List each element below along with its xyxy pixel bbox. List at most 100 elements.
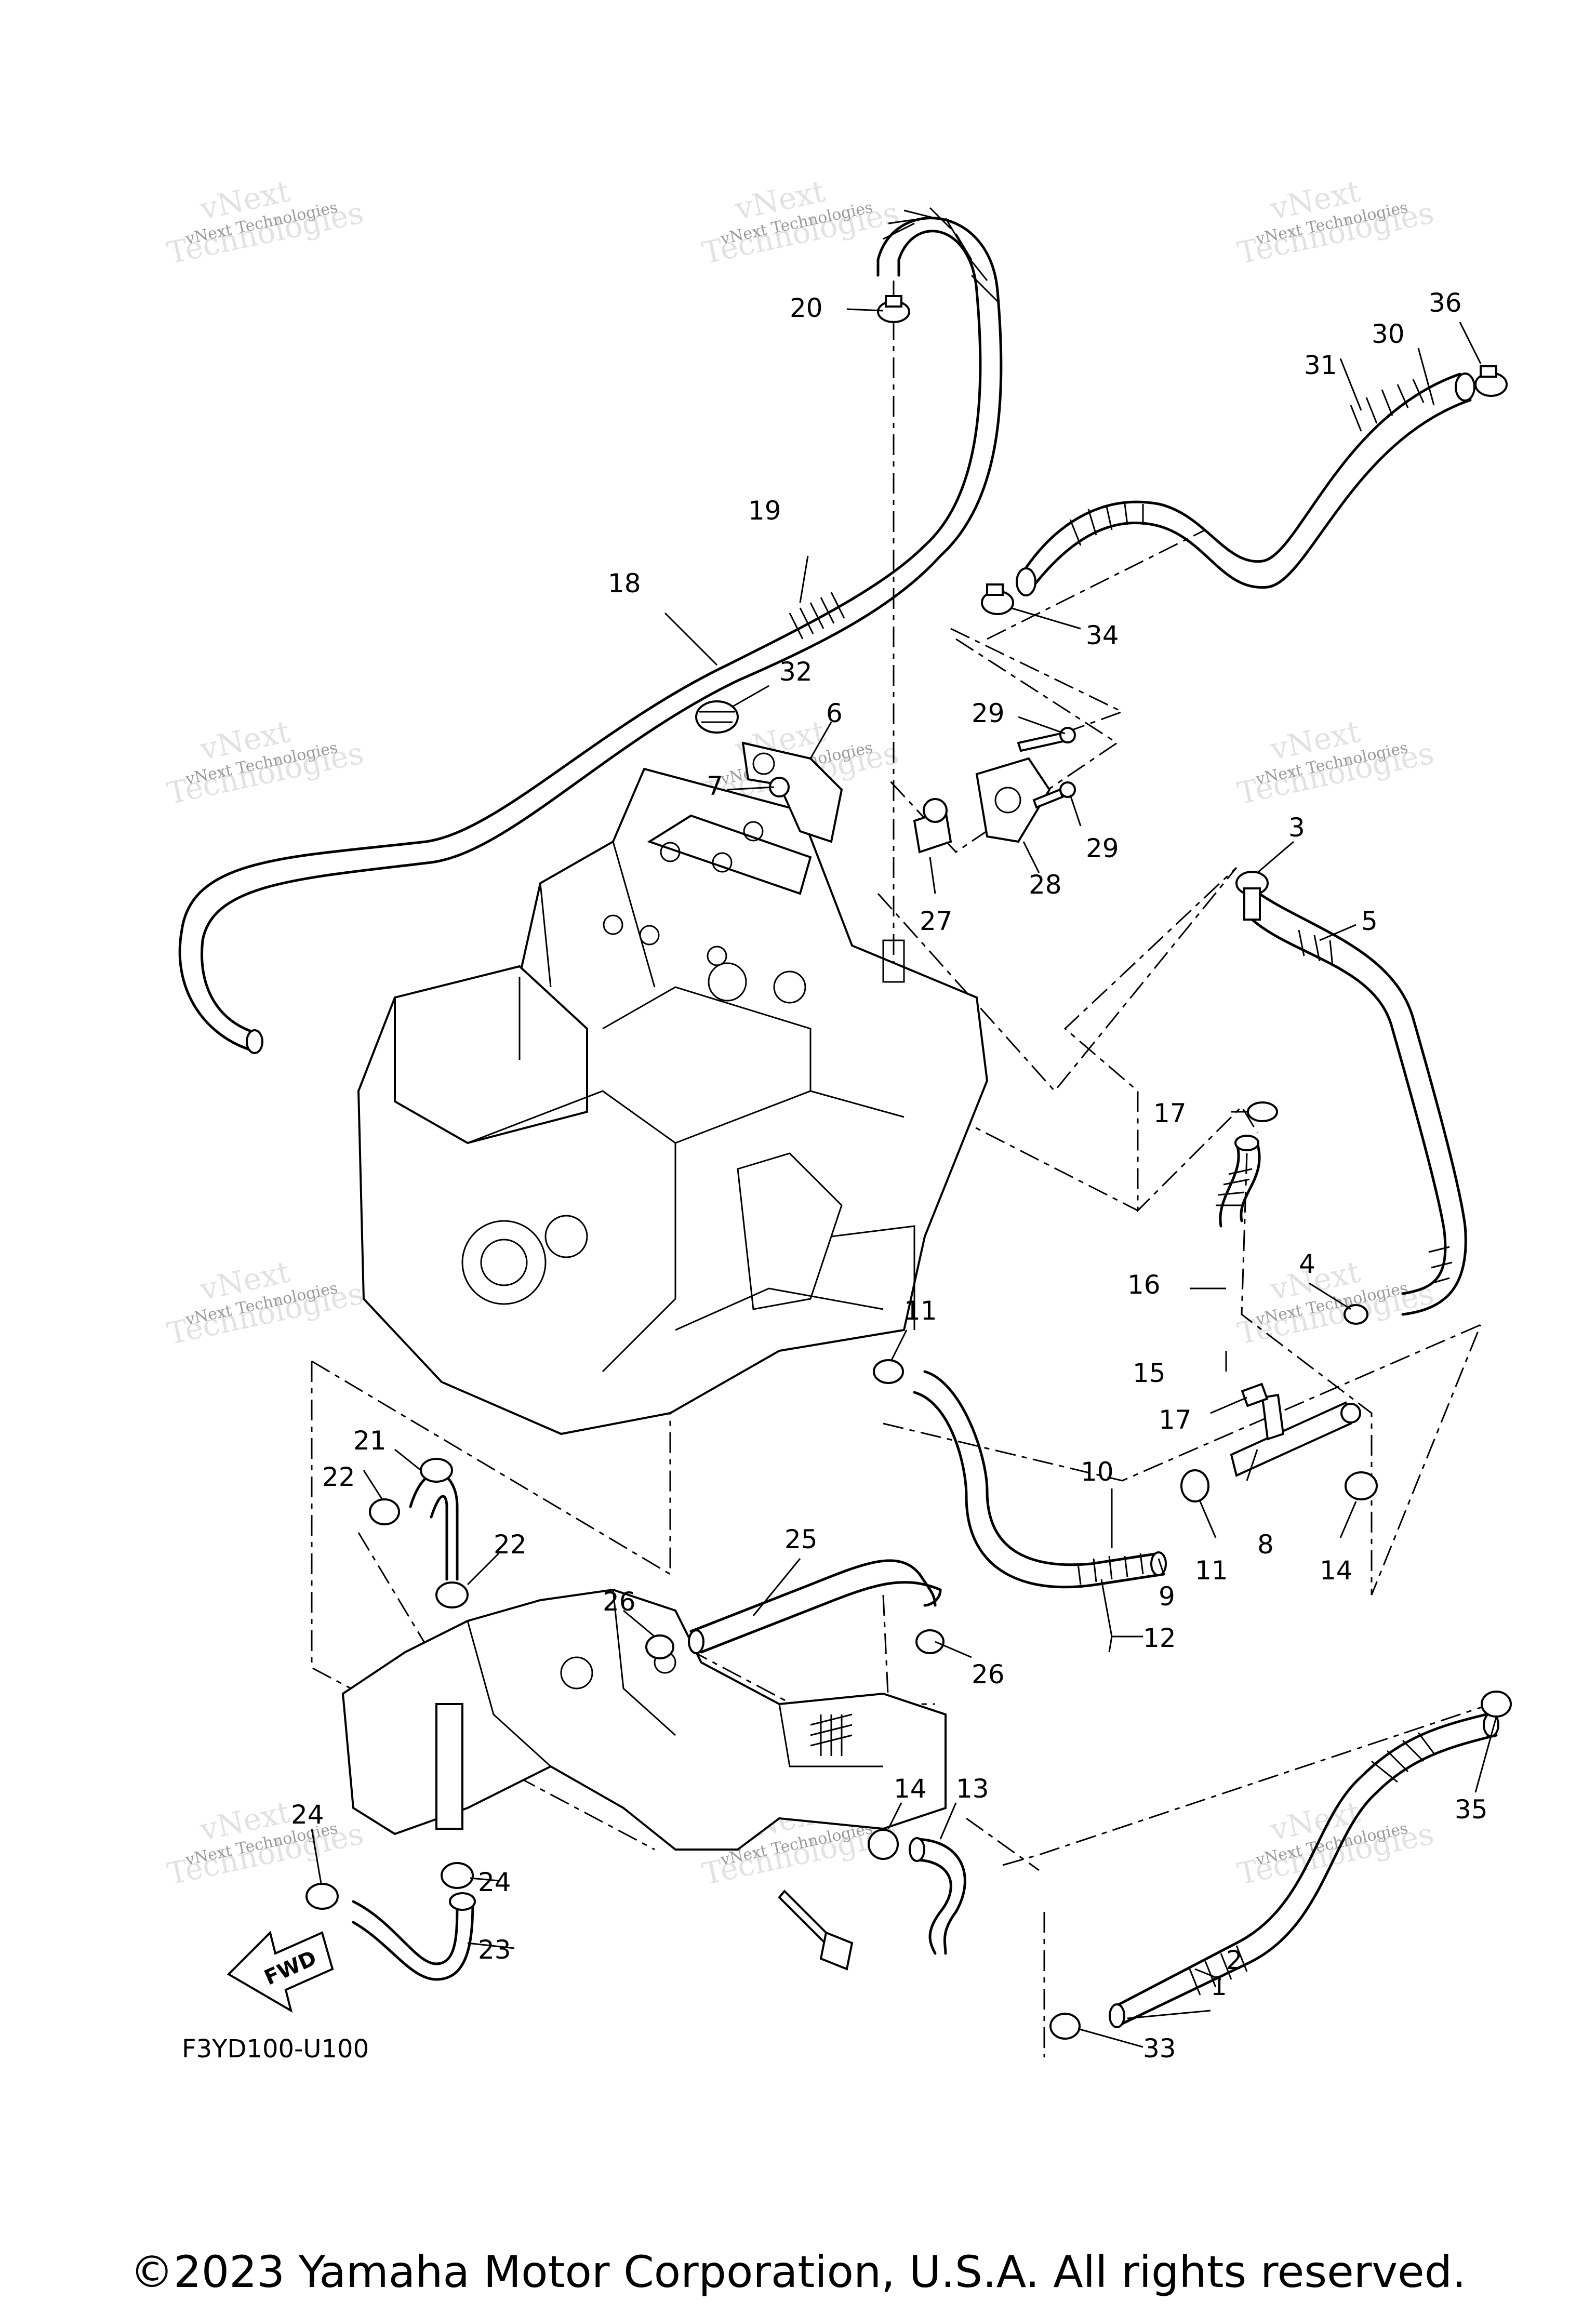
tie-12	[1100, 1579, 1113, 1653]
callout-32: 32	[779, 657, 813, 687]
callout-21: 21	[353, 1426, 387, 1456]
callout-26-right: 26	[972, 1659, 1005, 1690]
callout-23: 23	[478, 1935, 511, 1965]
watermark: vNext Technologies vNext Technologies	[699, 174, 902, 271]
clamp-14-right	[1345, 1471, 1378, 1500]
bolt-29-lower	[1032, 781, 1076, 809]
hose-top-ribbing	[883, 207, 999, 302]
hose-31-ribbing	[1350, 379, 1425, 432]
clamp-14-left	[868, 1829, 899, 1860]
clamp-36	[1474, 365, 1508, 397]
assembly-line	[311, 1360, 671, 1576]
fitting-3	[1235, 871, 1269, 921]
callout-9: 9	[1159, 1581, 1175, 1612]
exhaust-grille	[810, 1713, 853, 1756]
callout-30: 30	[1372, 319, 1405, 349]
diagram-code: F3YD100-U100	[182, 2034, 369, 2064]
thermostat-27	[913, 798, 952, 854]
watermark: vNext Technologies vNext Technologies	[164, 1254, 367, 1352]
callout-7: 7	[707, 771, 723, 801]
callout-16: 16	[1127, 1270, 1161, 1300]
copyright-notice: ©2023 Yamaha Motor Corporation, U.S.A. A…	[130, 2246, 1466, 2297]
callout-2: 2	[1226, 1945, 1243, 1975]
callout-29-upper: 29	[972, 698, 1005, 728]
callout-14-left: 14	[894, 1774, 927, 1804]
hose-18-19	[178, 207, 1003, 1054]
watermark: vNext Technologies vNext Technologies	[164, 714, 367, 812]
hose-upper-ribbing	[1371, 1732, 1435, 1783]
assembly-line	[883, 1324, 1481, 1482]
callout-15: 15	[1133, 1358, 1166, 1388]
tee-fitting-8	[1230, 1393, 1361, 1477]
assembly-line	[966, 1817, 1040, 1871]
callout-18: 18	[608, 568, 641, 599]
callout-labels: 1 2 3 4 5 6 7 8 9 10 11 11 12 13 14 14 1…	[291, 288, 1488, 2064]
callout-22-lower: 22	[494, 1530, 527, 1560]
callout-13: 13	[956, 1774, 989, 1804]
watermark: vNext Technologies vNext Technologies	[1234, 174, 1437, 271]
callout-34: 34	[1086, 620, 1119, 650]
hose-9-10	[913, 1370, 1167, 1589]
clamp-11-right	[1180, 1469, 1209, 1502]
hose-25	[688, 1559, 942, 1654]
watermark: vNext Technologies vNext Technologies	[1234, 1794, 1437, 1892]
callout-11-upper: 11	[904, 1296, 937, 1326]
clamp-24-left	[305, 1883, 339, 1910]
watermark: vNext Technologies vNext Technologies	[1234, 1254, 1437, 1352]
clamp-17-upper	[1247, 1101, 1278, 1122]
callout-17-upper: 17	[1153, 1098, 1187, 1128]
callout-3: 3	[1288, 813, 1305, 843]
cap-32	[695, 700, 739, 734]
bolt-29-upper	[1017, 727, 1076, 752]
hose-30-31	[1016, 373, 1475, 596]
fwd-arrow: FWD	[227, 1931, 334, 2013]
engine-block	[357, 767, 989, 1435]
callout-24-right: 24	[478, 1867, 511, 1897]
assembly-line	[987, 529, 1206, 640]
clamp-24-right	[441, 1862, 474, 1889]
callout-25: 25	[784, 1524, 818, 1554]
callout-1: 1	[1211, 1971, 1227, 2001]
assembly-line	[1241, 1153, 1482, 1595]
callout-22-upper: 22	[322, 1462, 355, 1492]
exhaust-manifold	[341, 1588, 947, 1851]
hose-elbow-ribbing	[1069, 503, 1144, 546]
fitting-6	[741, 741, 843, 843]
callout-19: 19	[748, 496, 781, 526]
hose-23	[352, 1892, 476, 1981]
hose-5-ribbing	[1298, 929, 1453, 1284]
callout-10: 10	[1081, 1457, 1114, 1487]
assembly-line	[950, 628, 1124, 734]
hose-5	[1251, 887, 1467, 1316]
hose-16	[1216, 1135, 1261, 1228]
callout-36: 36	[1429, 288, 1462, 318]
callout-5: 5	[1361, 906, 1378, 936]
callout-20: 20	[790, 293, 823, 323]
callout-4: 4	[1299, 1249, 1315, 1279]
callout-31: 31	[1304, 350, 1337, 380]
callout-24-left: 24	[291, 1800, 324, 1830]
hose-1-2	[1109, 1712, 1499, 2028]
clamp-11-left	[873, 1359, 904, 1384]
callout-14-right: 14	[1320, 1555, 1353, 1586]
callout-26-left: 26	[603, 1587, 636, 1617]
hose-21	[409, 1458, 459, 1581]
callout-29-lower: 29	[1086, 833, 1119, 863]
callout-12: 12	[1143, 1623, 1176, 1653]
thermostat-housing-28	[975, 757, 1051, 843]
clamp-26-left	[645, 1634, 674, 1659]
callout-35: 35	[1455, 1794, 1488, 1825]
watermark: vNext Technologies vNext Technologies	[164, 174, 367, 271]
clamp-22-upper	[369, 1498, 400, 1525]
hose-19-ribbing	[789, 592, 845, 640]
callout-8: 8	[1257, 1530, 1274, 1560]
assembly-line	[877, 867, 1258, 1213]
clamp-35	[1481, 1691, 1512, 1718]
callout-28: 28	[1029, 870, 1062, 900]
clamp-26-right	[915, 1629, 945, 1654]
clamp-33	[1049, 2013, 1081, 2040]
watermark: vNext Technologies vNext Technologies	[164, 1794, 367, 1892]
hose-13	[909, 1837, 966, 1955]
clamp-20	[877, 295, 910, 323]
